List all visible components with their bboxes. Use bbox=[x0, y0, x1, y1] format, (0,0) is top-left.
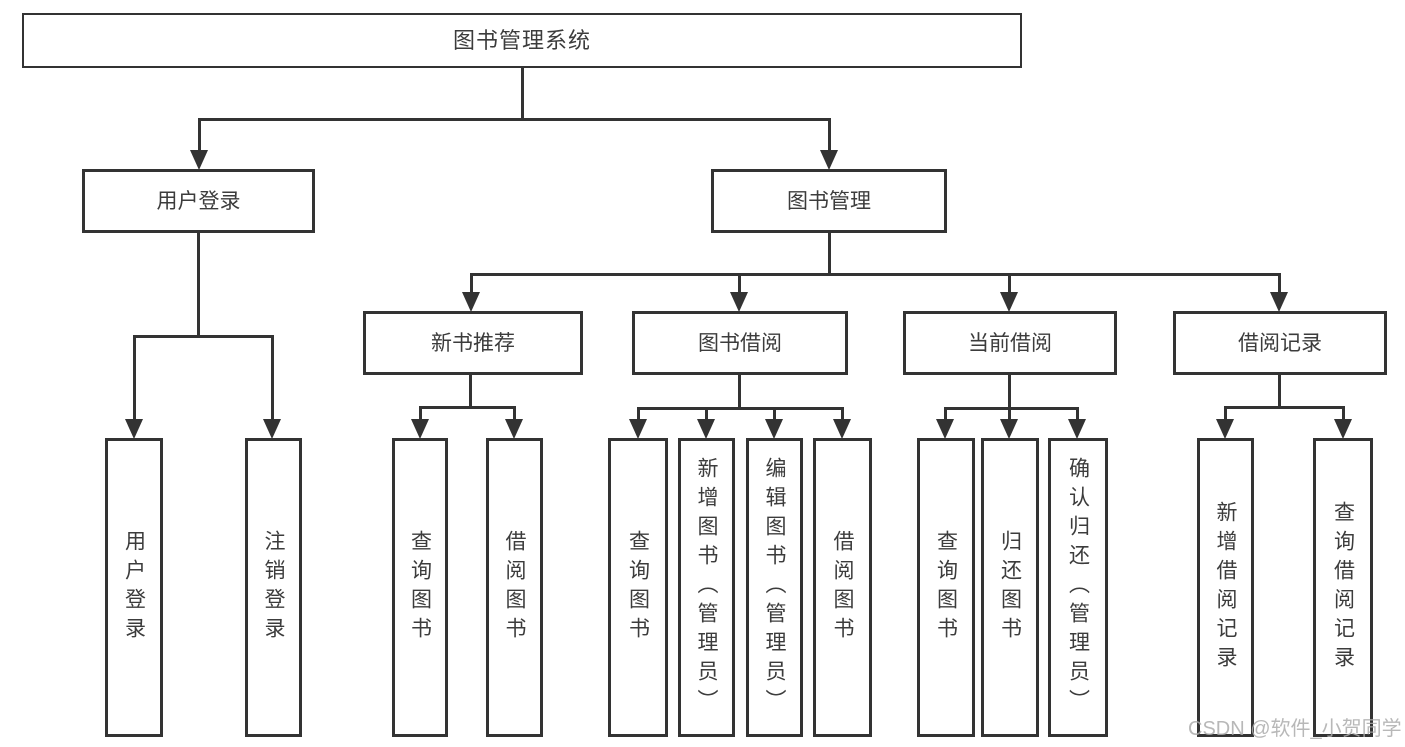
leaf-user-login: 用户登录 bbox=[105, 438, 163, 737]
leaf-label: 新增借阅记录 bbox=[1214, 500, 1237, 675]
connector-to-leaf bbox=[271, 335, 274, 421]
leaf-label: 新增图书（管理员） bbox=[695, 457, 718, 718]
connector-current-borrow-split bbox=[944, 407, 1078, 410]
connector-book-management-split bbox=[470, 273, 1280, 276]
node-user-login: 用户登录 bbox=[82, 169, 315, 233]
connector-book-management-stem bbox=[828, 233, 831, 273]
node-label: 图书借阅 bbox=[698, 331, 782, 355]
arrow-down-icon bbox=[936, 419, 954, 439]
arrow-down-icon bbox=[411, 419, 429, 439]
arrow-down-icon bbox=[1000, 419, 1018, 439]
leaf-label: 借阅图书 bbox=[831, 529, 854, 646]
leaf-search-borrow-record: 查询借阅记录 bbox=[1313, 438, 1373, 737]
arrow-down-icon bbox=[1216, 419, 1234, 439]
connector-to-leaf bbox=[1008, 407, 1011, 422]
connector-book-borrow-stem bbox=[738, 375, 741, 407]
node-book-borrow: 图书借阅 bbox=[632, 311, 848, 375]
arrow-down-icon bbox=[629, 419, 647, 439]
arrow-down-icon bbox=[462, 292, 480, 312]
node-label: 图书管理系统 bbox=[452, 27, 591, 53]
arrow-down-icon bbox=[1334, 419, 1352, 439]
connector-user-login-stem bbox=[197, 233, 200, 335]
arrow-down-icon bbox=[1068, 419, 1086, 439]
connector-to-book-borrow bbox=[738, 273, 741, 293]
node-new-book-recommend: 新书推荐 bbox=[363, 311, 583, 375]
connector-to-book-management bbox=[828, 118, 831, 152]
leaf-search-book-recommend: 查询图书 bbox=[392, 438, 448, 737]
leaf-label: 归还图书 bbox=[998, 529, 1022, 646]
connector-to-current-borrow bbox=[1008, 273, 1011, 293]
connector-root-split bbox=[198, 118, 831, 121]
connector-to-leaf bbox=[1076, 407, 1079, 422]
leaf-label: 查询图书 bbox=[934, 529, 958, 646]
leaf-add-book-admin: 新增图书（管理员） bbox=[678, 438, 735, 737]
arrow-down-icon bbox=[730, 292, 748, 312]
connector-to-leaf bbox=[637, 407, 640, 422]
connector-current-borrow-stem bbox=[1008, 375, 1011, 407]
leaf-edit-book-admin: 编辑图书（管理员） bbox=[746, 438, 803, 737]
leaf-label: 用户登录 bbox=[122, 529, 146, 646]
leaf-confirm-return-admin: 确认归还（管理员） bbox=[1048, 438, 1108, 737]
arrow-down-icon bbox=[1000, 292, 1018, 312]
connector-to-leaf bbox=[705, 407, 708, 422]
leaf-return-book: 归还图书 bbox=[981, 438, 1039, 737]
node-label: 当前借阅 bbox=[968, 331, 1052, 355]
connector-to-leaf bbox=[1342, 406, 1345, 422]
node-library-management-system: 图书管理系统 bbox=[22, 13, 1022, 68]
leaf-label: 确认归还（管理员） bbox=[1066, 457, 1090, 718]
leaf-search-book-current: 查询图书 bbox=[917, 438, 975, 737]
connector-book-borrow-split bbox=[637, 407, 843, 410]
arrow-down-icon bbox=[765, 419, 783, 439]
connector-to-leaf bbox=[944, 407, 947, 422]
connector-to-leaf bbox=[1224, 406, 1227, 422]
arrow-down-icon bbox=[505, 419, 523, 439]
arrow-down-icon bbox=[125, 419, 143, 439]
arrow-down-icon bbox=[697, 419, 715, 439]
node-label: 用户登录 bbox=[156, 189, 241, 213]
leaf-logout: 注销登录 bbox=[245, 438, 302, 737]
node-book-management: 图书管理 bbox=[711, 169, 947, 233]
leaf-add-borrow-record: 新增借阅记录 bbox=[1197, 438, 1254, 737]
arrow-down-icon bbox=[820, 150, 838, 170]
connector-to-leaf bbox=[773, 407, 776, 422]
connector-to-borrow-records bbox=[1278, 273, 1281, 293]
leaf-label: 查询图书 bbox=[408, 529, 432, 646]
arrow-down-icon bbox=[833, 419, 851, 439]
leaf-borrow-book: 借阅图书 bbox=[813, 438, 872, 737]
connector-to-user-login bbox=[198, 118, 201, 152]
node-label: 图书管理 bbox=[787, 189, 871, 213]
arrow-down-icon bbox=[190, 150, 208, 170]
leaf-label: 查询图书 bbox=[626, 529, 650, 646]
leaf-borrow-book-recommend: 借阅图书 bbox=[486, 438, 543, 737]
leaf-label: 借阅图书 bbox=[503, 529, 526, 646]
connector-borrow-records-stem bbox=[1278, 375, 1281, 406]
connector-new-book-stem bbox=[469, 375, 472, 406]
node-borrow-records: 借阅记录 bbox=[1173, 311, 1387, 375]
node-current-borrow: 当前借阅 bbox=[903, 311, 1117, 375]
leaf-label: 编辑图书（管理员） bbox=[763, 457, 786, 718]
node-label: 新书推荐 bbox=[431, 331, 515, 355]
leaf-label: 查询借阅记录 bbox=[1331, 500, 1355, 675]
connector-to-leaf bbox=[419, 406, 422, 422]
csdn-watermark: CSDN @软件_小贺同学 bbox=[1188, 718, 1402, 740]
connector-user-login-split bbox=[133, 335, 274, 338]
arrow-down-icon bbox=[263, 419, 281, 439]
connector-root-stem bbox=[521, 68, 524, 118]
connector-to-leaf bbox=[133, 335, 136, 421]
connector-borrow-records-split bbox=[1224, 406, 1344, 409]
node-label: 借阅记录 bbox=[1238, 331, 1322, 355]
connector-new-book-split bbox=[419, 406, 516, 409]
connector-to-leaf bbox=[513, 406, 516, 422]
arrow-down-icon bbox=[1270, 292, 1288, 312]
connector-to-new-book bbox=[470, 273, 473, 293]
leaf-search-book-borrow: 查询图书 bbox=[608, 438, 668, 737]
connector-to-leaf bbox=[841, 407, 844, 422]
leaf-label: 注销登录 bbox=[262, 529, 285, 646]
